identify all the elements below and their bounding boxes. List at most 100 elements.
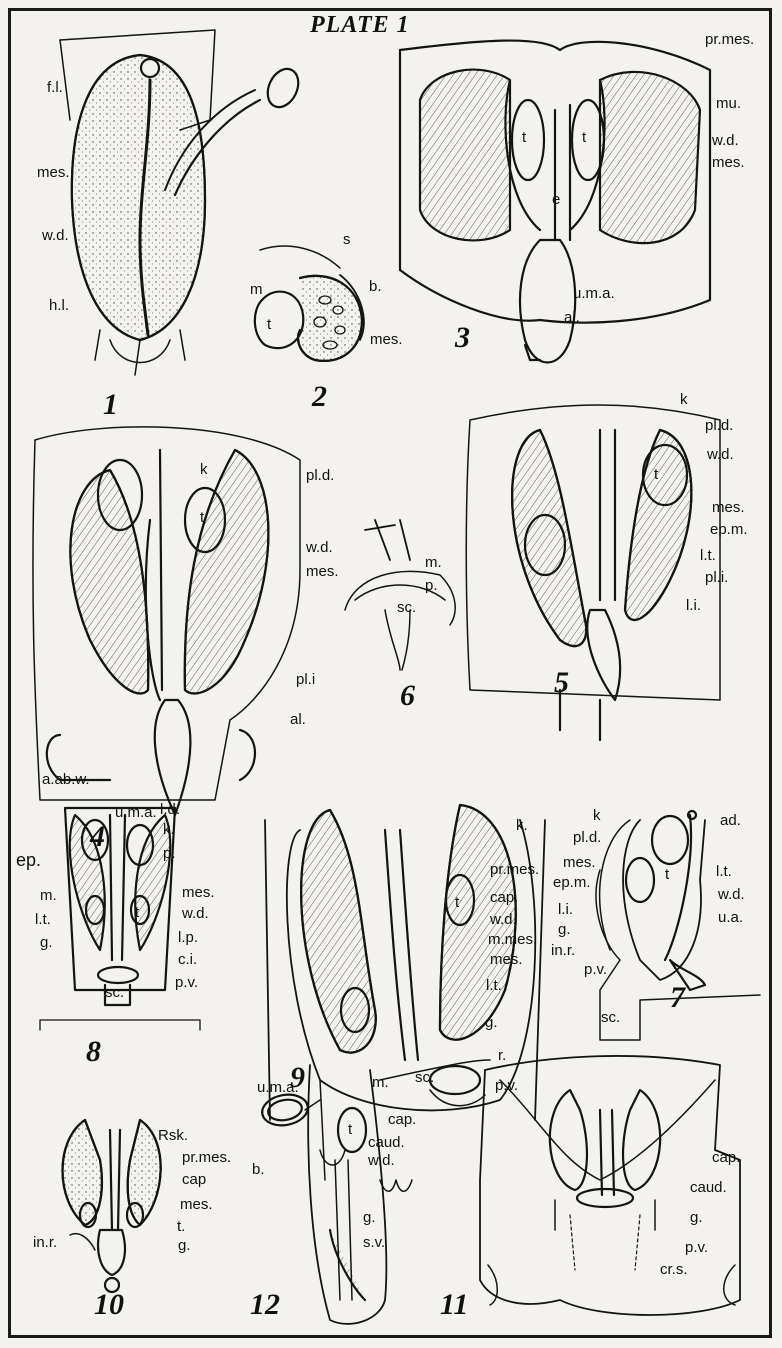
fig4-label-t: t <box>200 510 204 525</box>
fig4-label-k: k <box>200 462 208 477</box>
fig8-label-mes: mes. <box>182 885 215 900</box>
figure-10-drawing <box>63 1120 161 1292</box>
fig2-label-t: t <box>267 317 271 332</box>
figure-7-number: 7 <box>670 983 685 1013</box>
figure-10-number: 10 <box>94 1290 124 1320</box>
fig5-label-t: t <box>654 467 658 482</box>
fig10-label-inr: in.r. <box>33 1235 57 1250</box>
fig8-label-t: t <box>135 905 139 920</box>
fig7-label-inr: in.r. <box>551 943 575 958</box>
fig10-label-rsk: Rsk. <box>158 1128 188 1143</box>
fig5-label-mes: mes. <box>712 500 745 515</box>
fig2-label-s: s <box>343 232 351 247</box>
fig7-label-li: l.i. <box>558 902 573 917</box>
fig12-label-cap: cap. <box>388 1112 416 1127</box>
fig1-label-hl: h.l. <box>49 298 69 313</box>
fig4-label-pli: pl.i <box>296 672 315 687</box>
figure-1-number: 1 <box>103 390 118 420</box>
fig3-label-uma: u.m.a. <box>573 286 615 301</box>
fig11-label-cap: cap. <box>712 1150 740 1165</box>
fig8-label-g: g. <box>40 935 53 950</box>
fig7-label-ad: ad. <box>720 813 741 828</box>
fig3-label-mes: mes. <box>712 155 745 170</box>
fig4-label-wd: w.d. <box>306 540 333 555</box>
fig5-label-k: k <box>680 392 688 407</box>
fig12-label-caud: caud. <box>368 1135 405 1150</box>
fig11-label-g: g. <box>690 1210 703 1225</box>
figure-4-drawing <box>33 427 300 815</box>
fig10-label-mes: mes. <box>180 1197 213 1212</box>
fig11-label-pv: p.v. <box>685 1240 708 1255</box>
fig9-label-pv: p.v. <box>495 1078 518 1093</box>
fig5-label-wd: w.d. <box>707 447 734 462</box>
fig5-label-pli: pl.i. <box>705 570 728 585</box>
fig7-label-mes: mes. <box>563 855 596 870</box>
fig7-label-wd: w.d. <box>718 887 745 902</box>
fig1-label-wd: w.d. <box>42 228 69 243</box>
fig7-label-sc: sc. <box>601 1010 620 1025</box>
fig8-label-lp: l.p. <box>178 930 198 945</box>
fig8-label-sc: sc. <box>105 985 124 1000</box>
fig7-label-lt: l.t. <box>716 864 732 879</box>
fig11-label-crs: cr.s. <box>660 1262 688 1277</box>
fig4-label-mes: mes. <box>306 564 339 579</box>
fig8-label-ci: c.i. <box>178 952 197 967</box>
fig6-label-m: m. <box>425 555 442 570</box>
fig9-label-sc: sc. <box>415 1070 434 1085</box>
figure-3-number: 3 <box>455 323 470 353</box>
fig5-label-lt: l.t. <box>700 548 716 563</box>
fig7-label-t: t <box>665 867 669 882</box>
figure-6-drawing <box>345 520 455 670</box>
fig3-label-e: e <box>552 192 560 207</box>
fig5-label-li: l.i. <box>686 598 701 613</box>
fig8-label-ep: ep. <box>16 851 41 869</box>
figure-2-drawing <box>255 246 364 361</box>
fig8-label-k: k. <box>163 822 175 837</box>
fig4-label-al: al. <box>290 712 306 727</box>
fig1-label-fl: f.l. <box>47 80 63 95</box>
fig9-label-mes: mes. <box>490 952 523 967</box>
fig1-label-mes: mes. <box>37 165 70 180</box>
fig12-label-g: g. <box>363 1210 376 1225</box>
fig2-label-m: m <box>250 282 263 297</box>
fig6-label-sc: sc. <box>397 600 416 615</box>
fig12-label-uma: u.m.a. <box>257 1080 299 1095</box>
fig3-label-wd: w.d. <box>712 133 739 148</box>
fig7-label-g: g. <box>558 922 571 937</box>
fig8-label-m: m. <box>40 888 57 903</box>
figure-2-number: 2 <box>312 382 327 412</box>
fig10-label-cap: cap <box>182 1172 206 1187</box>
figure-8-number: 8 <box>86 1037 101 1067</box>
fig3-label-t-left: t <box>522 130 526 145</box>
fig7-label-ua: u.a. <box>718 910 743 925</box>
fig11-label-caud: caud. <box>690 1180 727 1195</box>
fig9-label-cap: cap. <box>490 890 518 905</box>
fig9-label-r: r. <box>498 1048 506 1063</box>
fig10-label-prmes: pr.mes. <box>182 1150 231 1165</box>
figure-6-number: 6 <box>400 681 415 711</box>
fig8-label-lt: l.t. <box>35 912 51 927</box>
fig8-label-p: p. <box>163 846 176 861</box>
fig8-label-pv: p.v. <box>175 975 198 990</box>
fig5-label-epm: ep.m. <box>710 522 748 537</box>
fig4-label-aabw: a.ab.w. <box>42 772 90 787</box>
fig12-label-m: m. <box>372 1075 389 1090</box>
fig8-label-wd: w.d. <box>182 906 209 921</box>
fig7-label-pv: p.v. <box>584 962 607 977</box>
fig2-label-b: b. <box>369 279 382 294</box>
fig9-label-mmes: m.mes. <box>488 932 537 947</box>
figure-12-drawing <box>260 1060 490 1324</box>
fig7-label-k: k <box>593 808 601 823</box>
fig3-label-prmes: pr.mes. <box>705 32 754 47</box>
fig12-label-sv: s.v. <box>363 1235 385 1250</box>
fig9-label-g: g. <box>485 1015 498 1030</box>
fig12-label-b: b. <box>252 1162 265 1177</box>
fig4-label-pld: pl.d. <box>306 468 334 483</box>
figure-4-number: 4 <box>90 822 105 852</box>
fig9-label-prmes: pr.mes. <box>490 862 539 877</box>
fig12-label-t: t <box>348 1122 352 1137</box>
fig10-label-g: g. <box>178 1238 191 1253</box>
fig3-label-mu: mu. <box>716 96 741 111</box>
fig2-label-mes: mes. <box>370 332 403 347</box>
